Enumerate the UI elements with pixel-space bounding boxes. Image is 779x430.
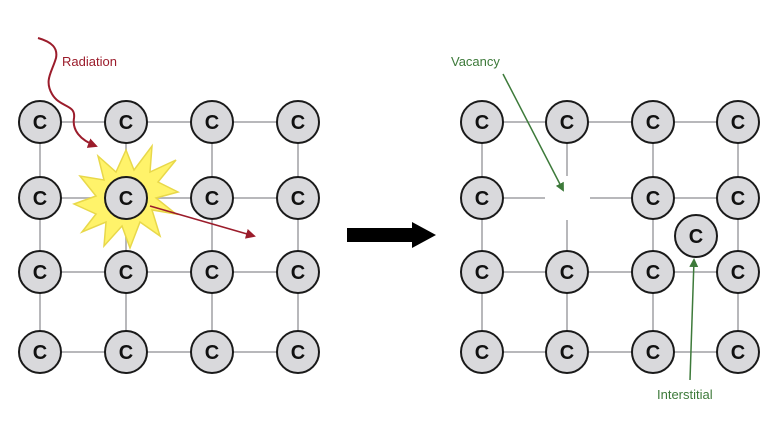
atom-symbol: C [689, 226, 703, 248]
vacancy-label: Vacancy [451, 54, 500, 69]
vacancy-pointer [502, 73, 564, 192]
lattice-atom: C [190, 176, 234, 220]
interstitial-pointer [689, 258, 699, 381]
lattice-atom: C [460, 176, 504, 220]
lattice-atom: C [104, 250, 148, 294]
atom-symbol: C [119, 262, 133, 284]
displacement-arrow [149, 205, 256, 239]
atom-symbol: C [731, 188, 745, 210]
lattice-atom: C [276, 330, 320, 374]
irradiated-atom: C [104, 176, 148, 220]
lattice-atom: C [276, 250, 320, 294]
atom-symbol: C [646, 112, 660, 134]
atom-symbol: C [33, 342, 47, 364]
atom-symbol: C [560, 112, 574, 134]
atom-symbol: C [119, 112, 133, 134]
left-lattice: C C C C C C C C C C C C C C C C [18, 100, 320, 374]
lattice-atom: C [716, 330, 760, 374]
lattice-atom: C [190, 330, 234, 374]
atom-symbol: C [33, 112, 47, 134]
interstitial-atom: C [674, 214, 718, 258]
atom-symbol: C [731, 112, 745, 134]
process-arrow [347, 222, 436, 248]
lattice-atom: C [631, 330, 675, 374]
atom-symbol: C [119, 188, 133, 210]
right-atoms: C C C C C C C C C C C C C C C C [460, 100, 760, 374]
lattice-atom: C [460, 250, 504, 294]
atom-symbol: C [119, 342, 133, 364]
lattice-atom: C [18, 250, 62, 294]
atom-symbol: C [205, 112, 219, 134]
atom-symbol: C [291, 342, 305, 364]
lattice-atom: C [276, 100, 320, 144]
lattice-atom: C [631, 100, 675, 144]
atom-symbol: C [475, 112, 489, 134]
lattice-atom: C [460, 100, 504, 144]
lattice-atom: C [18, 330, 62, 374]
lattice-atom: C [716, 100, 760, 144]
atom-symbol: C [291, 188, 305, 210]
atom-symbol: C [646, 188, 660, 210]
atom-symbol: C [475, 262, 489, 284]
atom-symbol: C [646, 262, 660, 284]
atom-symbol: C [731, 262, 745, 284]
lattice-atom: C [716, 250, 760, 294]
lattice-atom: C [545, 330, 589, 374]
lattice-atom: C [631, 176, 675, 220]
lattice-atom: C [545, 100, 589, 144]
lattice-atom: C [631, 250, 675, 294]
lattice-atom: C [18, 100, 62, 144]
atom-symbol: C [291, 262, 305, 284]
lattice-atom: C [460, 330, 504, 374]
atom-symbol: C [731, 342, 745, 364]
lattice-atom: C [190, 250, 234, 294]
interstitial-label: Interstitial [657, 387, 713, 402]
atom-symbol: C [205, 342, 219, 364]
right-lattice: C C C C C C C C C C C C C C C C [460, 100, 760, 374]
atom-symbol: C [33, 262, 47, 284]
left-lattice-bonds [39, 121, 299, 353]
atom-symbol: C [33, 188, 47, 210]
atom-symbol: C [205, 188, 219, 210]
left-atoms: C C C C C C C C C C C C C C C C [18, 100, 320, 374]
lattice-atom: C [716, 176, 760, 220]
atom-symbol: C [475, 342, 489, 364]
lattice-atom: C [276, 176, 320, 220]
lattice-atom: C [18, 176, 62, 220]
atom-symbol: C [475, 188, 489, 210]
atom-symbol: C [646, 342, 660, 364]
lattice-atom: C [104, 100, 148, 144]
lattice-atom: C [545, 250, 589, 294]
radiation-path [37, 37, 98, 148]
lattice-atom: C [190, 100, 234, 144]
atom-symbol: C [560, 342, 574, 364]
atom-symbol: C [205, 262, 219, 284]
atom-symbol: C [291, 112, 305, 134]
radiation-label: Radiation [62, 54, 117, 69]
atom-symbol: C [560, 262, 574, 284]
lattice-atom: C [104, 330, 148, 374]
